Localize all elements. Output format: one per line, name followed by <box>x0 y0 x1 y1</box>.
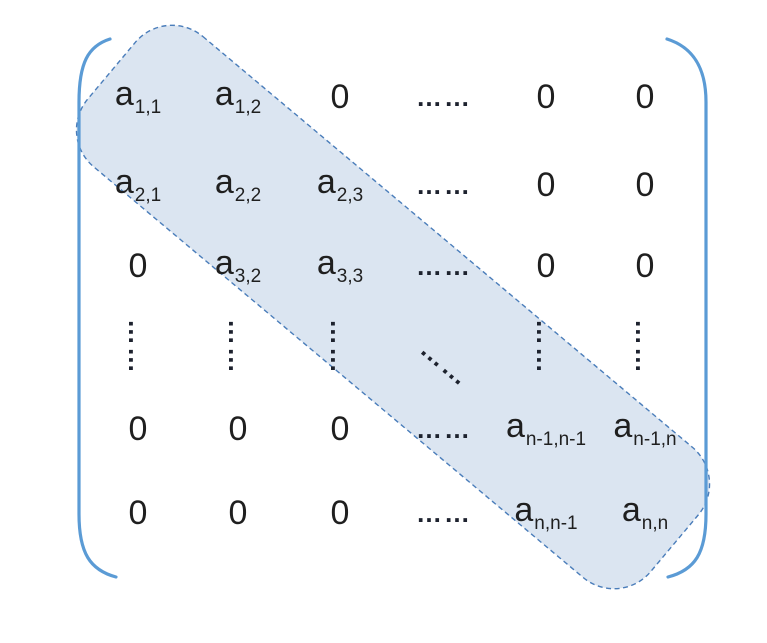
ellipsis-dots: …… <box>416 498 472 528</box>
entry-base: a <box>613 407 633 445</box>
entry-base: a <box>514 491 534 529</box>
matrix-vdots: …… <box>630 319 660 375</box>
entry-base: a <box>114 75 134 113</box>
entry-base: a <box>316 163 336 201</box>
matrix-cell-zero: 0 <box>229 412 248 446</box>
entry-subscript: 2,1 <box>134 185 162 206</box>
matrix-cell-a22: a2,2 <box>215 165 261 205</box>
matrix-vdots: …… <box>531 319 561 375</box>
entry-subscript: 2,3 <box>336 185 364 206</box>
entry-subscript: 3,2 <box>234 266 262 287</box>
entry-base: 0 <box>330 410 350 448</box>
entry-base: 0 <box>536 78 556 116</box>
matrix-cell-zero: 0 <box>129 249 148 283</box>
matrix-cell-zero: 0 <box>229 496 248 530</box>
entry-subscript: n,n <box>641 513 669 534</box>
entry-base: 0 <box>536 166 556 204</box>
entry-base: 0 <box>128 247 148 285</box>
entry-base: 0 <box>635 166 655 204</box>
matrix-cell-zero: 0 <box>636 80 655 114</box>
matrix-cell-a12: a1,2 <box>215 77 261 117</box>
matrix-vdots: …… <box>123 319 153 375</box>
entry-base: a <box>316 244 336 282</box>
matrix-hdots: …… <box>416 253 472 279</box>
left-parenthesis <box>77 37 118 579</box>
ellipsis-dots: …… <box>123 319 153 375</box>
entry-base: 0 <box>128 494 148 532</box>
matrix-cell-zero: 0 <box>331 80 350 114</box>
entry-subscript: 1,1 <box>134 97 162 118</box>
entry-subscript: n,n-1 <box>534 513 578 534</box>
matrix-cell-zero: 0 <box>537 168 556 202</box>
ellipsis-dots: …… <box>325 319 355 375</box>
matrix-cell-zero: 0 <box>636 168 655 202</box>
matrix-cell-a33: a3,3 <box>317 246 363 286</box>
matrix-cell-an-1n: an-1,n <box>613 409 676 449</box>
matrix-hdots: …… <box>416 416 472 442</box>
entry-base: a <box>621 491 641 529</box>
entry-base: 0 <box>228 494 248 532</box>
matrix-cell-zero: 0 <box>129 496 148 530</box>
matrix-cell-a21: a2,1 <box>115 165 161 205</box>
entry-subscript: n-1,n-1 <box>525 429 587 450</box>
matrix-cell-zero: 0 <box>537 249 556 283</box>
entry-base: 0 <box>536 247 556 285</box>
entry-subscript: 3,3 <box>336 266 364 287</box>
entry-base: a <box>214 163 234 201</box>
matrix-cell-ann-1: an,n-1 <box>514 493 577 533</box>
entry-base: 0 <box>228 410 248 448</box>
entry-base: a <box>505 407 525 445</box>
matrix-hdots: …… <box>416 500 472 526</box>
entry-base: a <box>214 244 234 282</box>
entry-subscript: n-1,n <box>633 429 677 450</box>
entry-subscript: 1,2 <box>234 97 262 118</box>
matrix-cell-zero: 0 <box>331 412 350 446</box>
ellipsis-dots: …… <box>630 319 660 375</box>
matrix-cell-zero: 0 <box>636 249 655 283</box>
entry-base: 0 <box>128 410 148 448</box>
matrix-cell-a23: a2,3 <box>317 165 363 205</box>
entry-base: a <box>114 163 134 201</box>
ellipsis-dots: …… <box>416 414 472 444</box>
ellipsis-dots: …… <box>416 82 472 112</box>
ellipsis-dots: …… <box>223 319 253 375</box>
entry-subscript: 2,2 <box>234 185 262 206</box>
entry-base: 0 <box>330 78 350 116</box>
entry-base: a <box>214 75 234 113</box>
entry-base: 0 <box>635 78 655 116</box>
matrix-hdots: …… <box>416 84 472 110</box>
matrix-cell-zero: 0 <box>331 496 350 530</box>
matrix-hdots: …… <box>416 172 472 198</box>
tridiagonal-band-highlight <box>75 24 711 590</box>
matrix-cell-ann: an,n <box>622 493 668 533</box>
matrix-cell-an-1n-1: an-1,n-1 <box>506 409 586 449</box>
right-parenthesis <box>665 37 708 579</box>
matrix-vdots: …… <box>325 319 355 375</box>
matrix-cell-zero: 0 <box>537 80 556 114</box>
matrix-cell-zero: 0 <box>129 412 148 446</box>
matrix-cell-a32: a3,2 <box>215 246 261 286</box>
ellipsis-dots: …… <box>416 170 472 200</box>
entry-base: 0 <box>635 247 655 285</box>
ellipsis-dots: …… <box>416 251 472 281</box>
entry-base: 0 <box>330 494 350 532</box>
ellipsis-dots: …… <box>531 319 561 375</box>
matrix-cell-a11: a1,1 <box>115 77 161 117</box>
matrix-vdots: …… <box>223 319 253 375</box>
